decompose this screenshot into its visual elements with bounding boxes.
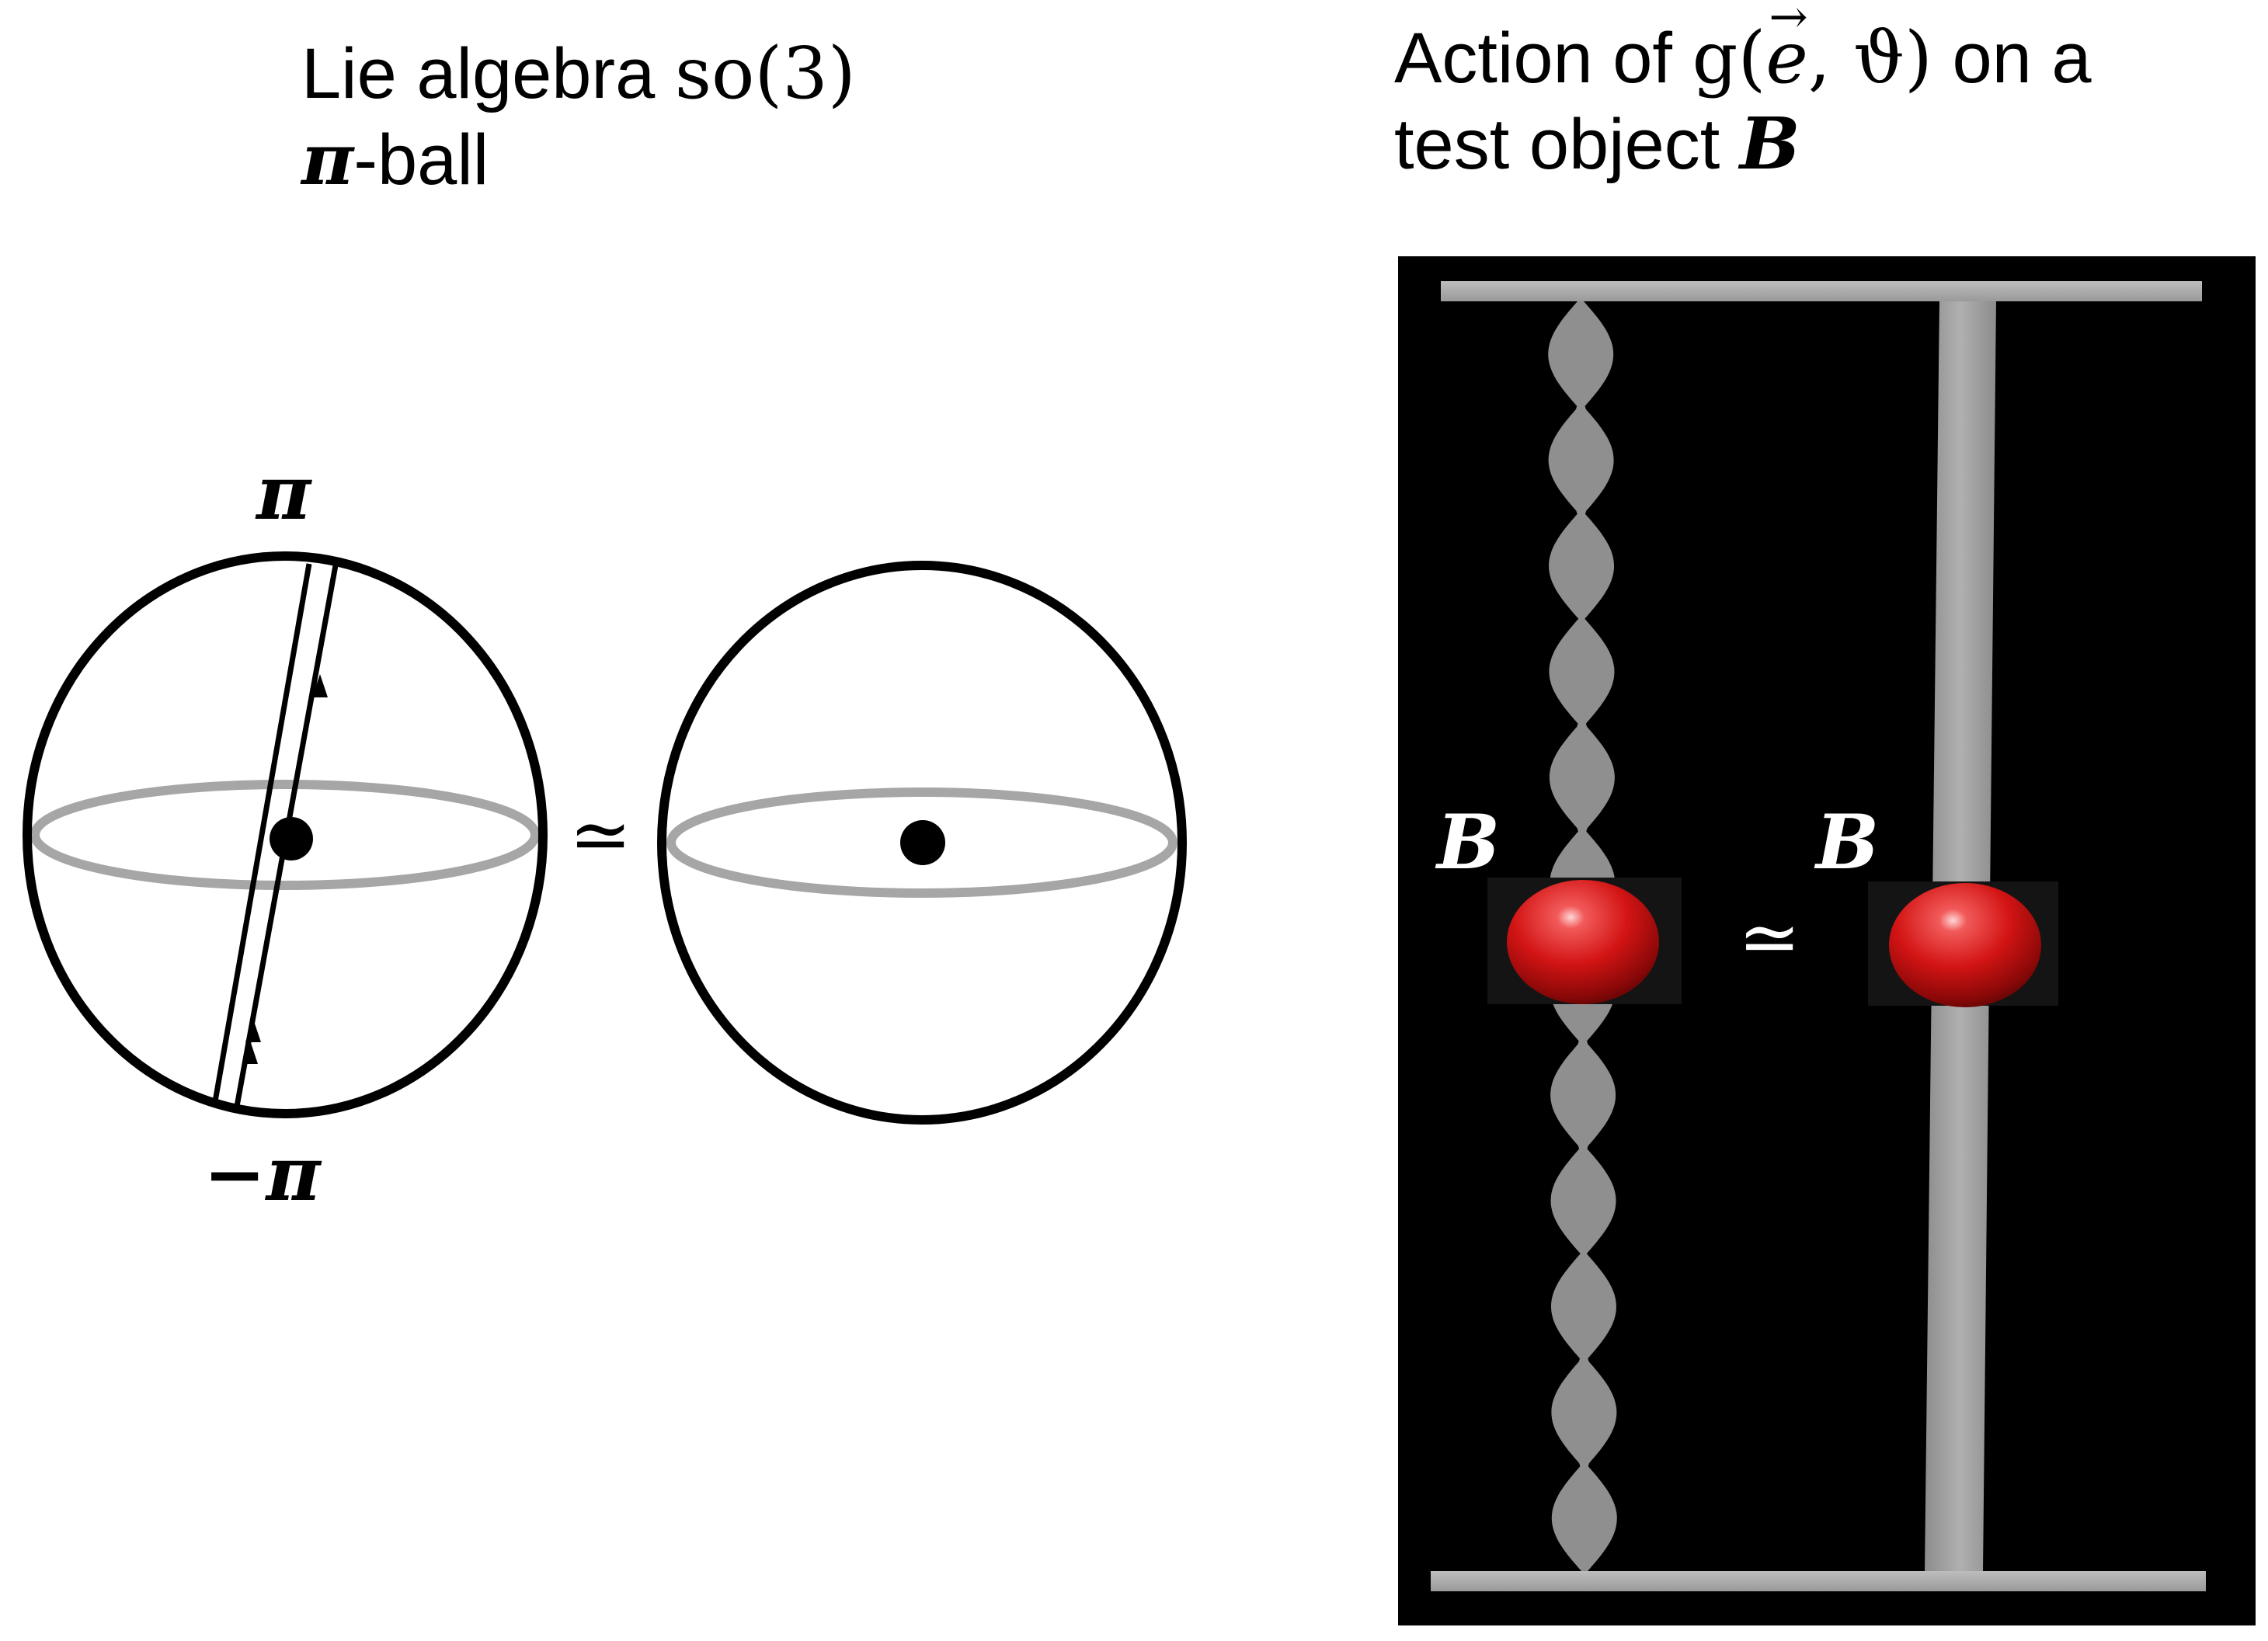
left-title-ball: -ball (353, 120, 489, 200)
right-title-suffix: on a (1952, 19, 2092, 98)
arrow-up-lower-2 (242, 1041, 258, 1064)
red-sphere-right (1889, 883, 2041, 1007)
test-object-panel: B B ≃ (1398, 256, 2256, 1625)
left-title-prefix: Lie algebra (301, 34, 656, 113)
object-label-right: B (1814, 798, 1879, 886)
vector-arrow: → (1769, 0, 1808, 44)
left-path-line-1 (211, 563, 312, 1107)
arrow-up-upper (312, 674, 328, 697)
left-center-dot (270, 817, 313, 860)
right-ball-equator (666, 787, 1177, 898)
right-panel-title: Action of g(→e, ϑ) on a test object B (1394, 0, 2092, 188)
pi-bottom-label: −π (203, 1130, 322, 1218)
left-ball-circle (23, 551, 548, 1118)
right-ball-circle (657, 561, 1187, 1125)
red-sphere-left (1507, 880, 1659, 1004)
right-title-B: B (1739, 102, 1800, 186)
right-title-e: e (1765, 16, 1808, 99)
left-ball-equator (30, 780, 540, 890)
bottom-bar (1431, 1571, 2206, 1591)
right-center-dot (900, 820, 945, 865)
right-title-g: g( (1692, 16, 1766, 99)
object-label-left: B (1435, 798, 1500, 886)
identified-ball (657, 561, 1187, 1125)
pi-top-label: π (255, 449, 312, 537)
pi-ball-left: π −π (23, 449, 548, 1218)
equiv-symbol-left: ≃ (569, 791, 631, 878)
right-title-line2: test object (1394, 105, 1720, 185)
arrow-up-lower-1 (245, 1019, 261, 1042)
top-bar (1441, 281, 2202, 301)
left-title-pi: π (301, 117, 354, 202)
left-title-so3: so(3) (674, 32, 856, 115)
right-title-vector-e: →e (1765, 0, 1808, 101)
equiv-symbol-right: ≃ (1738, 894, 1800, 981)
right-title-prefix: Action of (1394, 19, 1672, 98)
right-title-theta: , ϑ) (1807, 16, 1932, 99)
left-panel-title: Lie algebra so(3) π-ball (301, 31, 856, 203)
